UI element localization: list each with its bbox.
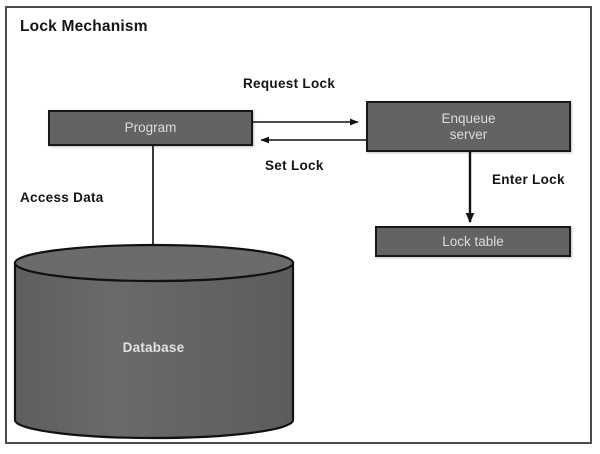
node-lock-table[interactable]: Lock table [375,226,571,257]
node-program[interactable]: Program [48,110,253,146]
node-enqueue-server[interactable]: Enqueue server [366,101,571,152]
diagram-frame [5,6,592,444]
node-lock-table-label: Lock table [442,233,504,249]
node-enqueue-server-label-line1: Enqueue [441,110,496,126]
edge-label-set-lock: Set Lock [265,158,324,173]
edge-label-request-lock: Request Lock [243,76,336,91]
node-enqueue-server-label-line2: server [449,126,488,142]
node-database-label: Database [122,340,185,355]
node-program-label: Program [124,120,177,136]
edge-label-enter-lock: Enter Lock [492,172,565,187]
node-enqueue-server-label: Enqueue server [441,111,495,143]
edge-label-access-data: Access Data [20,190,104,205]
page-title: Lock Mechanism [20,18,148,35]
